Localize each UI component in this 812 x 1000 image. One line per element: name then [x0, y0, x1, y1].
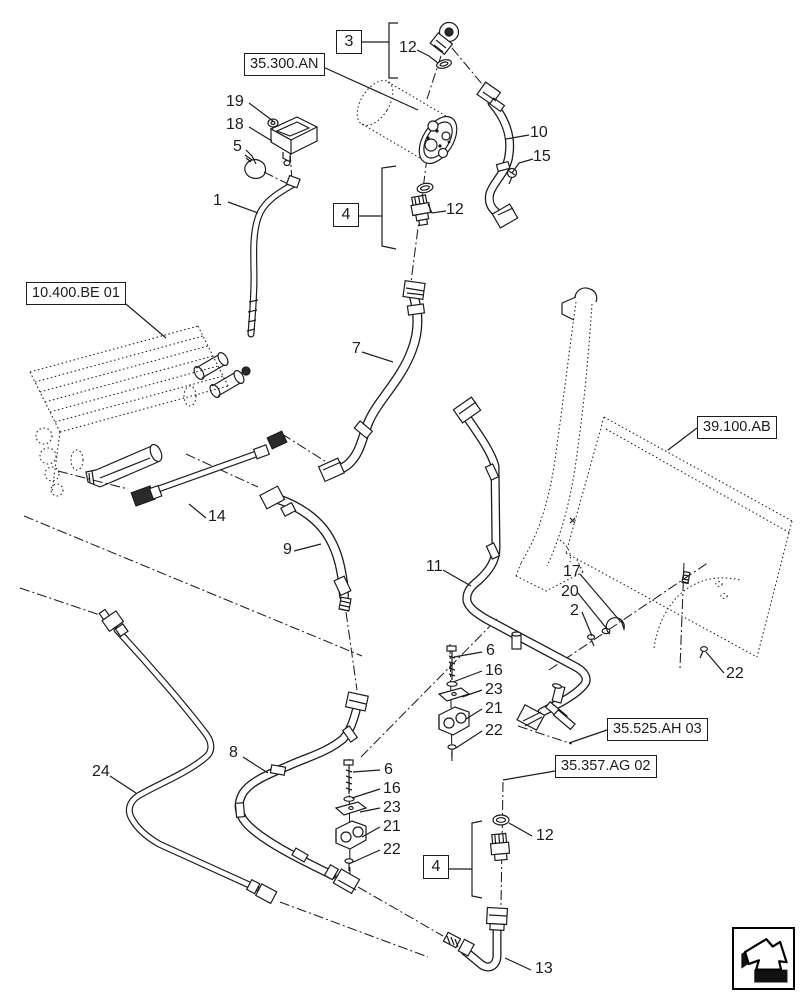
hose-7 [328, 292, 426, 476]
callout-5: 5 [233, 138, 242, 155]
tube-14-left-nut [130, 484, 163, 507]
callout-22-right: 22 [485, 722, 503, 739]
callout-12-top: 12 [399, 39, 417, 56]
cooler-end-cylinder [85, 443, 163, 488]
hose-7-elbow-nut [317, 457, 346, 483]
callout-17: 17 [563, 563, 581, 580]
callout-24: 24 [92, 763, 110, 780]
tube-13 [460, 924, 502, 972]
callout-18: 18 [226, 116, 244, 133]
tube-11-top-nut [452, 396, 482, 424]
callout-23-left: 23 [383, 799, 401, 816]
group-box-4-upper: 4 [333, 203, 359, 227]
tube-13-left-fitting [442, 931, 475, 957]
adapter-fitting-12-mid [410, 194, 432, 227]
hose-7-top-nut [402, 280, 426, 300]
callout-21-right: 21 [485, 700, 503, 717]
ref-box-35-300-AN[interactable]: 35.300.AN [244, 53, 325, 76]
tube-11-bottom-nut [516, 703, 546, 731]
o-ring-12-mid [416, 182, 434, 194]
o-ring-12-top [436, 59, 452, 69]
centerlines [19, 47, 710, 958]
tube-11-pegs [511, 631, 576, 731]
callout-8: 8 [229, 744, 238, 761]
callout-21-left: 21 [383, 818, 401, 835]
frame-panel-phantom [515, 287, 793, 658]
screw-15 [506, 167, 518, 185]
callout-9: 9 [283, 541, 292, 558]
leader-lines [109, 49, 725, 971]
o-ring-12-bottom [492, 814, 510, 826]
callout-7: 7 [352, 340, 361, 357]
elbow-fitting-12-top [429, 21, 460, 56]
tube-14 [146, 449, 263, 496]
filter-canister [356, 80, 458, 165]
group-brackets [358, 22, 483, 899]
ref-box-35-357-AG-02[interactable]: 35.357.AG 02 [555, 755, 657, 778]
tube-8-bottom-nut [323, 863, 361, 895]
hose-9-top-fitting [259, 485, 297, 518]
tube-11 [461, 411, 591, 717]
ref-box-10-400-BE-01[interactable]: 10.400.BE 01 [26, 282, 126, 305]
tube-14-right-fitting [252, 430, 288, 460]
callout-6-right: 6 [486, 642, 495, 659]
tube-8-top-nut [344, 691, 369, 712]
callout-16-right: 16 [485, 662, 503, 679]
group-box-3: 3 [336, 30, 362, 54]
hose-9-bottom-fitting [333, 575, 352, 612]
callout-16-left: 16 [383, 780, 401, 797]
callout-6-left: 6 [384, 761, 393, 778]
callout-13: 13 [535, 960, 553, 977]
callout-12-mid: 12 [446, 201, 464, 218]
tube-1 [246, 174, 301, 338]
group-box-4-lower: 4 [423, 855, 449, 879]
tube-24-bottom-nut [245, 878, 278, 905]
tube-24 [113, 626, 260, 892]
hose-10 [484, 98, 515, 217]
callout-22-panel: 22 [726, 665, 744, 682]
callout-23-right: 23 [485, 681, 503, 698]
clip-5 [244, 154, 267, 179]
callout-2: 2 [570, 602, 579, 619]
adapter-fitting-bottom [489, 832, 511, 862]
tube-8 [234, 706, 361, 880]
hose-10-top-nut [476, 81, 506, 113]
screw-22-panel [699, 645, 708, 659]
page-forward-arrow-icon [741, 938, 788, 983]
bracket-18 [269, 116, 319, 167]
clamp-stack-left [334, 759, 368, 871]
hose-9 [273, 494, 349, 601]
cooler-fitting [193, 352, 251, 398]
callout-14: 14 [208, 508, 226, 525]
callout-12-bottom: 12 [536, 827, 554, 844]
ref-box-35-525-AH-03[interactable]: 35.525.AH 03 [607, 718, 708, 741]
callout-19: 19 [226, 93, 244, 110]
callout-11: 11 [426, 558, 443, 575]
clamp-stack-right [437, 645, 471, 757]
callout-15: 15 [533, 148, 551, 165]
rivet-19 [267, 118, 279, 128]
callout-22-left: 22 [383, 841, 401, 858]
callout-1: 1 [213, 192, 222, 209]
callout-20: 20 [561, 583, 579, 600]
cooler-assembly-phantom [29, 325, 251, 497]
page-forward-button[interactable] [732, 927, 795, 990]
ref-box-39-100-AB[interactable]: 39.100.AB [697, 416, 777, 439]
callout-10: 10 [530, 124, 548, 141]
clip-17-hardware [586, 617, 625, 647]
tube-24-top-fitting [98, 608, 129, 638]
tube-13-top-nut [485, 906, 509, 931]
hose-10-bottom-nut [491, 203, 519, 229]
